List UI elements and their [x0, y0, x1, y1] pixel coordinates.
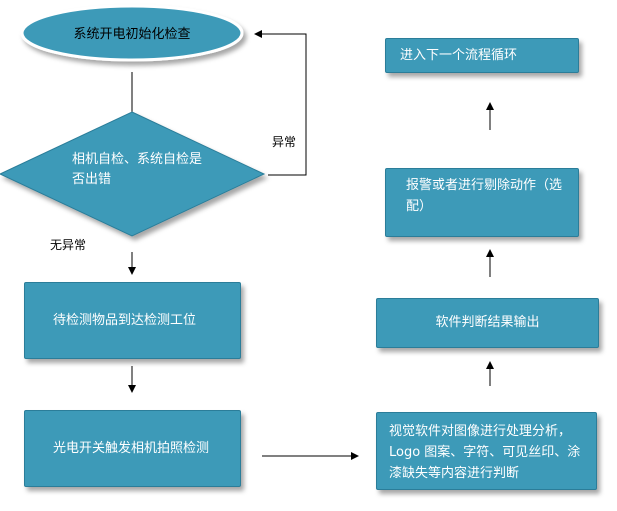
alarm-node: 报警或者进行剔除动作（选配）: [385, 168, 579, 237]
start-oval: [20, 4, 244, 62]
error-edge-label: 异常: [272, 135, 297, 149]
next-node: 进入下一个流程循环: [385, 38, 579, 73]
output-node-label: 软件判断结果输出: [435, 315, 540, 330]
output-node: 软件判断结果输出: [376, 298, 599, 348]
connector-error-loop: [254, 30, 307, 176]
trigger-node-label: 光电开关触发相机拍照检测: [53, 440, 210, 456]
analyze-node: 视觉软件对图像进行处理分析，Logo 图案、字符、可见丝印、涂漆缺失等内容进行判…: [376, 412, 597, 490]
decision-diamond: [0, 111, 266, 237]
alarm-node-label: 报警或者进行剔除动作（选配）: [406, 178, 563, 214]
trigger-node: 光电开关触发相机拍照检测: [24, 410, 241, 487]
wait-node: 待检测物品到达检测工位: [24, 282, 241, 359]
decision-node-label: 相机自检、系统自检是否出错: [72, 152, 203, 187]
next-node-label: 进入下一个流程循环: [400, 47, 518, 63]
start-node-label: 系统开电初始化检查: [73, 27, 191, 42]
wait-node-label: 待检测物品到达检测工位: [53, 312, 197, 328]
no-error-edge-label: 无异常: [50, 238, 87, 252]
analyze-node-label: 视觉软件对图像进行处理分析，Logo 图案、字符、可见丝印、涂漆缺失等内容进行判…: [389, 424, 581, 481]
